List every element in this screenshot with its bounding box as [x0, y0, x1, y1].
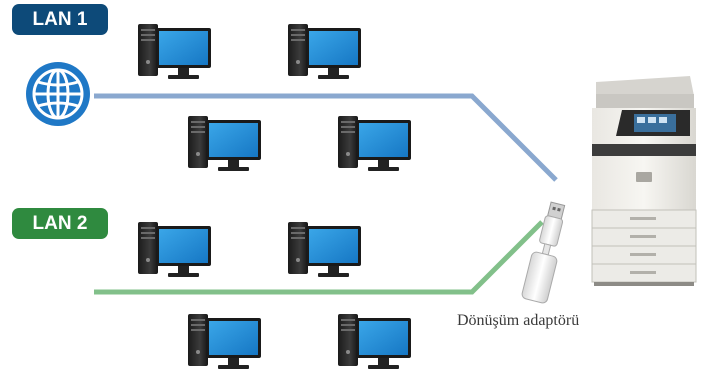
multifunction-printer	[591, 76, 697, 286]
globe-icon	[26, 62, 90, 126]
desktop-computer-icon	[138, 222, 211, 277]
desktop-computer-icon	[188, 314, 261, 369]
desktop-computer-icon	[338, 314, 411, 369]
lan1-label: LAN 1	[12, 4, 108, 35]
lan2-line	[94, 220, 544, 295]
lan2-label: LAN 2	[12, 208, 108, 239]
adapter-caption: Dönüşüm adaptörü	[457, 312, 580, 329]
desktop-computer-icon	[288, 222, 361, 277]
desktop-computer-icon	[138, 24, 211, 79]
lan1-line	[94, 93, 558, 182]
desktop-computer-icon	[338, 116, 411, 171]
desktop-computer-icon	[188, 116, 261, 171]
usb-adapter-icon	[521, 201, 566, 304]
desktop-computer-icon	[288, 24, 361, 79]
